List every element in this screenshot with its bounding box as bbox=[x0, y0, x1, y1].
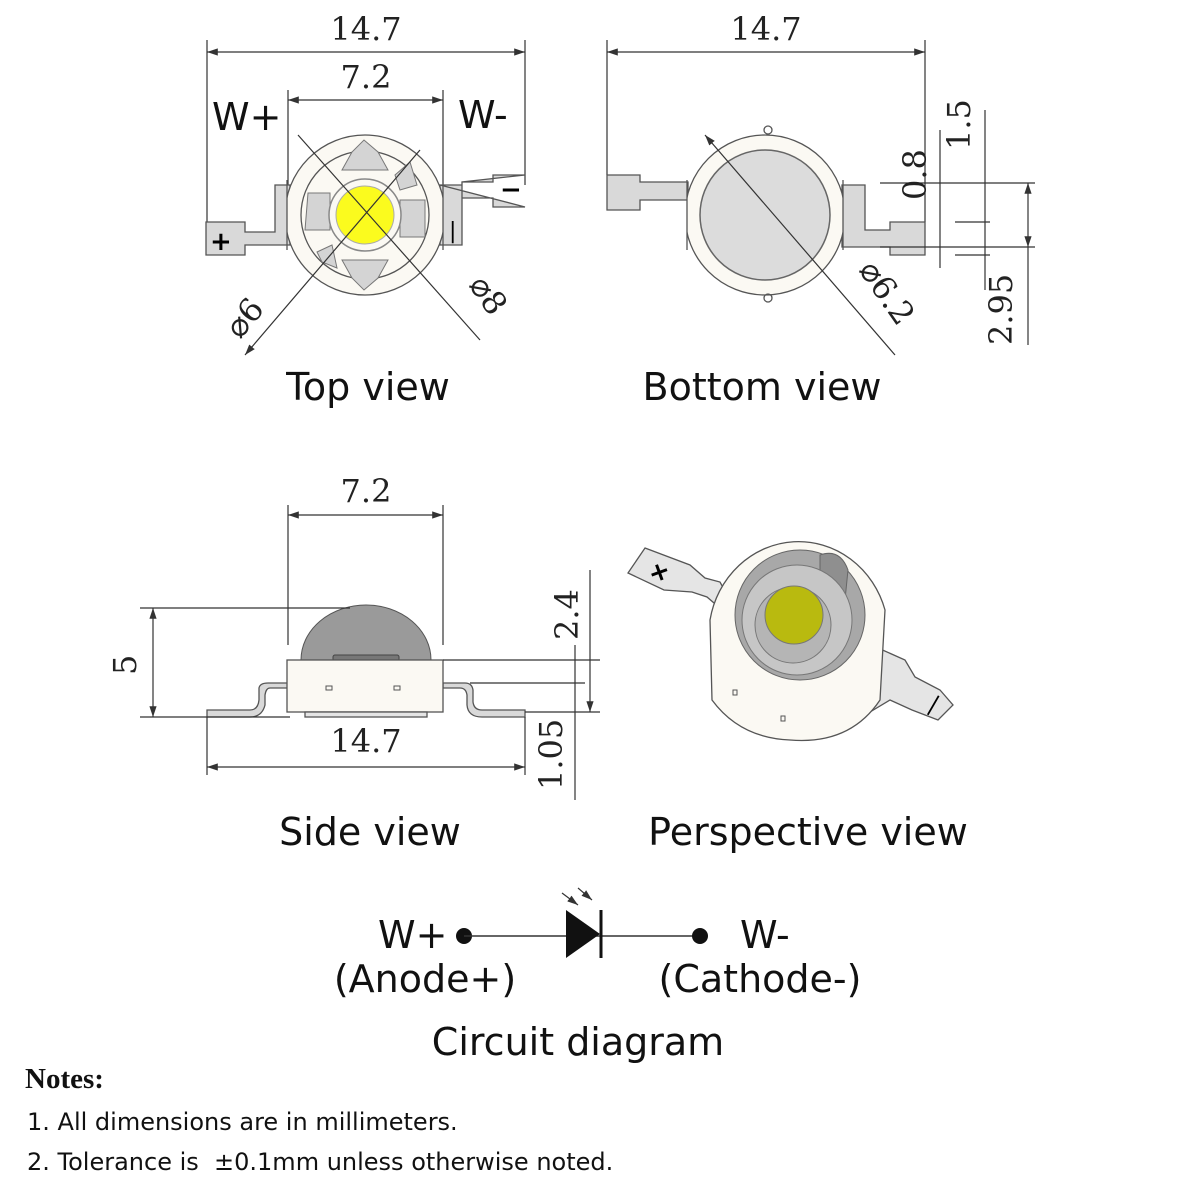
top-view-dimensions: 14.7 7.2 W+ W- bbox=[206, 10, 526, 225]
lead-width-label: 1.5 bbox=[940, 99, 978, 150]
top-overall-width-label: 14.7 bbox=[330, 10, 401, 48]
light-emission-arrows-icon bbox=[561, 887, 593, 906]
side-view-title: Side view bbox=[279, 810, 461, 854]
minus-mark-vertical: | bbox=[449, 219, 456, 244]
lead-offset-label: 0.8 bbox=[896, 149, 934, 200]
bottom-view-title: Bottom view bbox=[643, 365, 882, 409]
circuit-diagram-title: Circuit diagram bbox=[432, 1020, 724, 1064]
bottom-overall-width-label: 14.7 bbox=[730, 10, 801, 48]
circuit-diagram: W+ W- (Anode+) (Cathode-) Circuit diagra… bbox=[334, 887, 862, 1064]
note-item: 2. Tolerance is ±0.1mm unless otherwise … bbox=[27, 1148, 613, 1176]
anode-description: (Anode+) bbox=[334, 957, 516, 1001]
bottom-diameter-label: ⌀6.2 bbox=[851, 253, 922, 332]
diode-icon bbox=[566, 910, 600, 958]
minus-mark: − bbox=[500, 175, 522, 205]
outer-diameter-label: ⌀8 bbox=[461, 268, 515, 322]
bottom-right-lead bbox=[841, 184, 926, 256]
cathode-lead bbox=[439, 174, 526, 246]
perspective-view-title: Perspective view bbox=[648, 810, 968, 854]
bottom-left-lead bbox=[606, 174, 689, 211]
dome-height-label: 2.4 bbox=[548, 589, 586, 640]
top-body-width-label: 7.2 bbox=[341, 58, 392, 96]
anode-lead bbox=[205, 184, 291, 256]
thermal-pad bbox=[699, 149, 831, 281]
side-lead-height-label: 1.05 bbox=[532, 719, 570, 790]
side-body-width-label: 7.2 bbox=[341, 472, 392, 510]
side-view: 7.2 5 2.4 1.05 14.7 Side view bbox=[106, 472, 600, 854]
bottom-view: 14.7 ⌀6.2 0.8 1.5 2.95 Bottom view bbox=[606, 10, 1035, 409]
top-view-title: Top view bbox=[285, 365, 450, 409]
top-view: 14.7 7.2 W+ W- + − | ⌀6 bbox=[205, 10, 526, 409]
circuit-cathode-label: W- bbox=[740, 913, 790, 957]
notes-title: Notes: bbox=[25, 1063, 104, 1095]
total-height-label: 5 bbox=[106, 655, 144, 675]
note-item: 1. All dimensions are in millimeters. bbox=[27, 1108, 458, 1136]
inner-diameter-label: ⌀6 bbox=[217, 290, 272, 345]
cathode-description: (Cathode-) bbox=[659, 957, 862, 1001]
cathode-label: W- bbox=[458, 93, 508, 137]
circuit-anode-label: W+ bbox=[378, 913, 447, 957]
plus-mark: + bbox=[210, 227, 232, 257]
side-overall-width-label: 14.7 bbox=[330, 722, 401, 760]
lead-height-label: 2.95 bbox=[982, 274, 1020, 345]
notes: Notes: 1. All dimensions are in millimet… bbox=[25, 1063, 613, 1176]
perspective-chip bbox=[764, 585, 824, 645]
perspective-view: + | | Perspective view bbox=[627, 541, 968, 854]
anode-label: W+ bbox=[212, 95, 281, 139]
side-dome bbox=[300, 604, 432, 661]
side-body bbox=[286, 659, 444, 713]
